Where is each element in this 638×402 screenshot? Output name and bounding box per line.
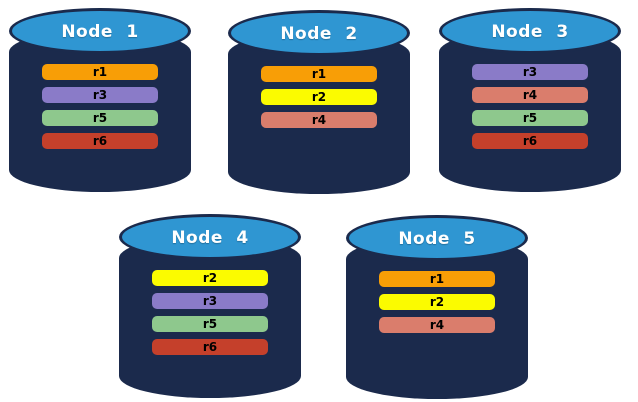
replica-bar-r5: r5 [472,110,588,126]
database-node: Node 1 r1 r3 r5 r6 [9,8,191,192]
node-title: Node 3 [491,21,569,42]
replica-bar-r5: r5 [152,316,268,332]
replica-bar-r2: r2 [261,89,377,105]
replica-list: r2 r3 r5 r6 [152,270,268,355]
replica-bar-r1: r1 [261,66,377,82]
cylinder-top: Node 3 [439,8,621,54]
replica-list: r3 r4 r5 r6 [472,64,588,149]
database-node: Node 4 r2 r3 r5 r6 [119,214,301,398]
replica-list: r1 r2 r4 [261,66,377,128]
replica-bar-r3: r3 [42,87,158,103]
cylinder-top: Node 5 [346,215,528,261]
cylinder-top: Node 2 [228,10,410,56]
database-node: Node 3 r3 r4 r5 r6 [439,8,621,192]
replica-bar-r5: r5 [42,110,158,126]
replica-bar-r2: r2 [379,294,495,310]
cylinder-top: Node 4 [119,214,301,260]
node-title: Node 2 [280,23,358,44]
node-title: Node 1 [61,21,139,42]
cylinder-top: Node 1 [9,8,191,54]
replica-bar-r2: r2 [152,270,268,286]
replica-bar-r1: r1 [379,271,495,287]
replica-list: r1 r2 r4 [379,271,495,333]
node-title: Node 5 [398,228,476,249]
replica-bar-r6: r6 [42,133,158,149]
replica-bar-r6: r6 [472,133,588,149]
database-node: Node 5 r1 r2 r4 [346,215,528,399]
replica-list: r1 r3 r5 r6 [42,64,158,149]
replica-bar-r1: r1 [42,64,158,80]
database-node: Node 2 r1 r2 r4 [228,10,410,194]
replica-bar-r4: r4 [261,112,377,128]
replica-bar-r3: r3 [152,293,268,309]
replica-bar-r4: r4 [472,87,588,103]
replica-bar-r6: r6 [152,339,268,355]
node-title: Node 4 [171,227,249,248]
replica-bar-r4: r4 [379,317,495,333]
replica-bar-r3: r3 [472,64,588,80]
